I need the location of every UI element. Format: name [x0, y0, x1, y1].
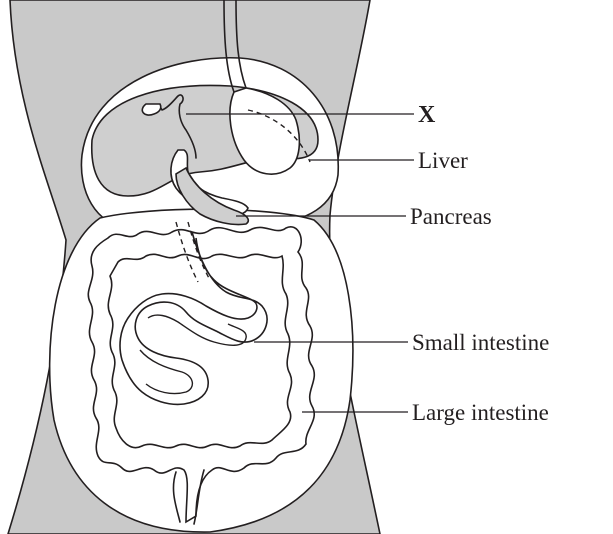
label-liver: Liver	[418, 148, 468, 173]
label-x: X	[418, 102, 436, 128]
label-large-intestine: Large intestine	[412, 400, 549, 425]
large-intestine-inner	[108, 254, 291, 447]
label-small-intestine: Small intestine	[412, 330, 549, 355]
label-pancreas: Pancreas	[410, 204, 492, 229]
